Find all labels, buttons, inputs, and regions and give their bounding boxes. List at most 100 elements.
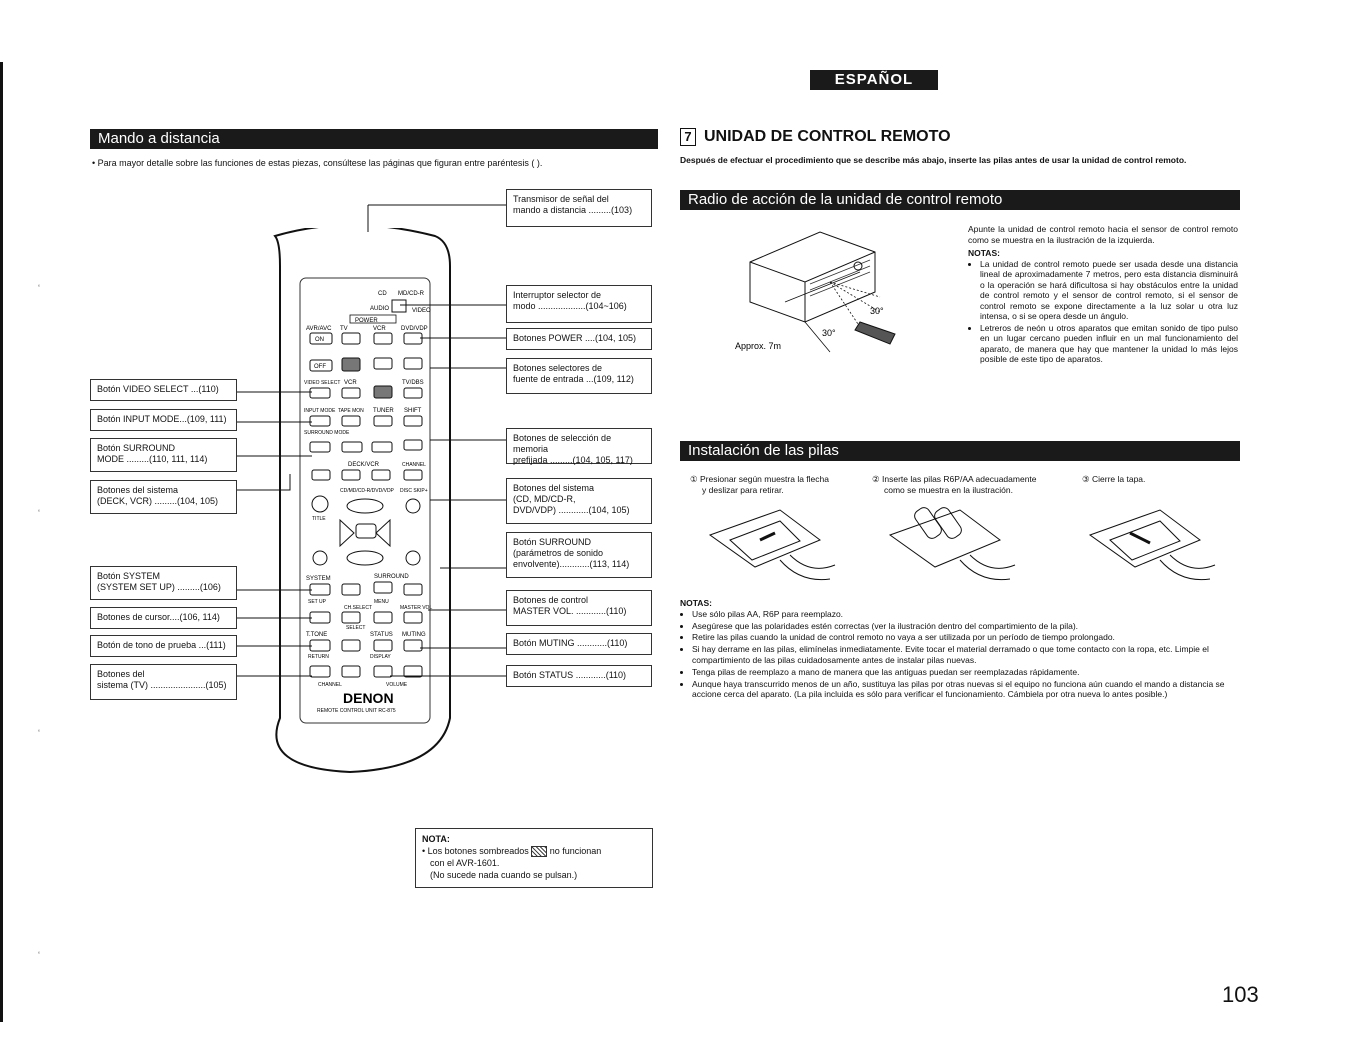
callout-system-cd-line2: (CD, MD/CD-R,	[513, 494, 576, 504]
remote-label-vcr2: VCR	[344, 380, 357, 386]
remote-label-channel: CHANNEL	[402, 462, 426, 468]
battery-note-2: Asegúrese que las polaridades estén corr…	[692, 621, 1236, 632]
remote-label-volume: VOLUME	[386, 682, 408, 688]
title-button[interactable]	[311, 495, 329, 513]
callout-surround-params-line3: envolvente)............(113, 114)	[513, 559, 630, 569]
remote-label-video-select: VIDEO SELECT	[304, 380, 340, 386]
callout-power: Botones POWER ....(104, 105)	[506, 328, 652, 350]
section-title: UNIDAD DE CONTROL REMOTO	[704, 128, 951, 145]
callout-video-select: Botón VIDEO SELECT ...(110)	[90, 379, 237, 401]
on-button[interactable]	[309, 332, 333, 345]
remote-label-display: DISPLAY	[370, 654, 391, 660]
stop-button[interactable]	[346, 550, 384, 566]
shaded-button-1[interactable]	[341, 357, 361, 372]
off-button[interactable]	[309, 359, 333, 372]
ch-select-button[interactable]	[341, 611, 361, 624]
battery-step-3: ③ Cierre la tapa.	[1082, 474, 1232, 485]
cursor-down-button[interactable]	[341, 639, 361, 652]
battery-note-3: Retire las pilas cuando la unidad de con…	[692, 632, 1236, 643]
callout-mode-switch-line1: Interruptor selector de	[513, 290, 602, 300]
remote-label-setup: SET UP	[308, 599, 327, 605]
disc-skip-button[interactable]	[405, 498, 421, 514]
range-text: Apunte la unidad de control remoto hacia…	[968, 224, 1238, 245]
battery-note-1: Use sólo pilas AA, R6P para reemplazo.	[692, 609, 1236, 620]
tv-channel-up-button[interactable]	[341, 665, 361, 678]
callout-power-text: Botones POWER ....(104, 105)	[513, 333, 637, 343]
preset-up-button[interactable]	[371, 441, 393, 453]
channel-plus-button[interactable]	[403, 439, 423, 451]
remote-control-illustration: CD MD/CD-R AUDIO VIDEO POWER AVR/AVC TV …	[273, 228, 451, 773]
tv-volume-down-button[interactable]	[373, 665, 393, 678]
callout-system-cd: Botones del sistema(CD, MD/CD-R,DVD/VDP)…	[506, 478, 652, 524]
skip-forward-button[interactable]	[375, 518, 391, 548]
cursor-up-button[interactable]	[341, 583, 361, 596]
remote-label-on: ON	[315, 337, 324, 343]
section-number: 7	[680, 128, 696, 146]
shaded-button-2[interactable]	[373, 385, 393, 399]
callout-system-setup: Botón SYSTEM(SYSTEM SET UP) .........(10…	[90, 566, 237, 600]
deck-stop-button[interactable]	[341, 469, 361, 481]
status-button[interactable]	[373, 639, 393, 652]
tv-channel-down-button[interactable]	[309, 665, 331, 678]
remote-label-shift: SHIFT	[404, 408, 422, 414]
rewind-button[interactable]	[312, 550, 328, 566]
remote-label-deck-vcr: DECK/VCR	[348, 462, 380, 468]
remote-label-system: SYSTEM	[306, 576, 331, 582]
callout-surround-mode-line2: MODE .........(110, 111, 114)	[97, 454, 208, 464]
tape-mon-button[interactable]	[341, 415, 361, 427]
channel-minus-button[interactable]	[403, 469, 423, 481]
skip-back-button[interactable]	[339, 518, 355, 548]
surround-button[interactable]	[373, 581, 393, 594]
remote-label-cd: CD	[378, 291, 387, 297]
fast-forward-button[interactable]	[405, 550, 421, 566]
remote-label-master-vol: MASTER VOL	[400, 605, 432, 611]
vcr-source-button[interactable]	[341, 387, 361, 399]
remote-label-audio: AUDIO	[370, 306, 389, 312]
shift-button[interactable]	[403, 415, 423, 427]
battery-illustration-3	[1088, 509, 1216, 581]
callout-mode-switch-line2: modo ...................(104~106)	[513, 301, 627, 311]
callout-muting: Botón MUTING ............(110)	[506, 633, 652, 655]
range-band: Radio de acción de la unidad de control …	[680, 190, 1240, 210]
play-button[interactable]	[346, 498, 384, 514]
binding-edge	[0, 62, 3, 1022]
muting-button[interactable]	[403, 639, 423, 652]
step-3-num: ③	[1082, 474, 1090, 484]
remote-label-avr: AVR/AVC	[306, 326, 332, 332]
dvd-source-button[interactable]	[403, 357, 423, 370]
cd-button[interactable]	[373, 357, 393, 370]
step-1-line1: Presionar según muestra la flecha	[700, 474, 829, 484]
step-2-num: ②	[872, 474, 880, 484]
callout-system-setup-line1: Botón SYSTEM	[97, 571, 161, 581]
callout-system-deck: Botones del sistema(DECK, VCR) .........…	[90, 480, 237, 514]
callout-surround-params-line2: (parámetros de sonido	[513, 548, 604, 558]
tuner-button[interactable]	[373, 415, 393, 427]
nota-box: NOTA: • Los botones sombreados no funcio…	[415, 828, 653, 888]
video-select-button[interactable]	[309, 387, 331, 399]
vcr-power-button[interactable]	[373, 332, 393, 345]
deck-rew-button[interactable]	[311, 469, 331, 481]
mode-selector-switch[interactable]	[391, 299, 407, 313]
tv-volume-up-button[interactable]	[403, 665, 423, 678]
preset-down-button[interactable]	[341, 441, 363, 453]
tv-power-button[interactable]	[341, 332, 361, 345]
battery-notes-title: NOTAS:	[680, 598, 712, 608]
deck-play-button[interactable]	[371, 469, 391, 481]
pause-button[interactable]	[355, 523, 377, 539]
battery-illustration-1	[708, 509, 836, 581]
master-vol-down-button[interactable]	[403, 611, 423, 624]
step-2-line2: como se muestra en la ilustración.	[884, 485, 1013, 495]
remote-label-disc-skip: DISC SKIP+	[400, 488, 428, 494]
tvdbs-button[interactable]	[403, 387, 423, 399]
battery-notes-block: NOTAS: Use sólo pilas AA, R6P para reemp…	[680, 598, 1236, 701]
master-vol-up-button[interactable]	[403, 583, 423, 596]
callout-tv-system-line1: Botones del	[97, 669, 145, 679]
input-mode-button[interactable]	[309, 415, 331, 427]
step-3-line1: Cierre la tapa.	[1092, 474, 1146, 484]
range-illustration: Approx. 7m 30° 30°	[735, 231, 896, 353]
remote-section-band: Mando a distancia	[90, 129, 658, 149]
surround-mode-button[interactable]	[309, 441, 331, 453]
cursor-right-button[interactable]	[373, 611, 393, 624]
